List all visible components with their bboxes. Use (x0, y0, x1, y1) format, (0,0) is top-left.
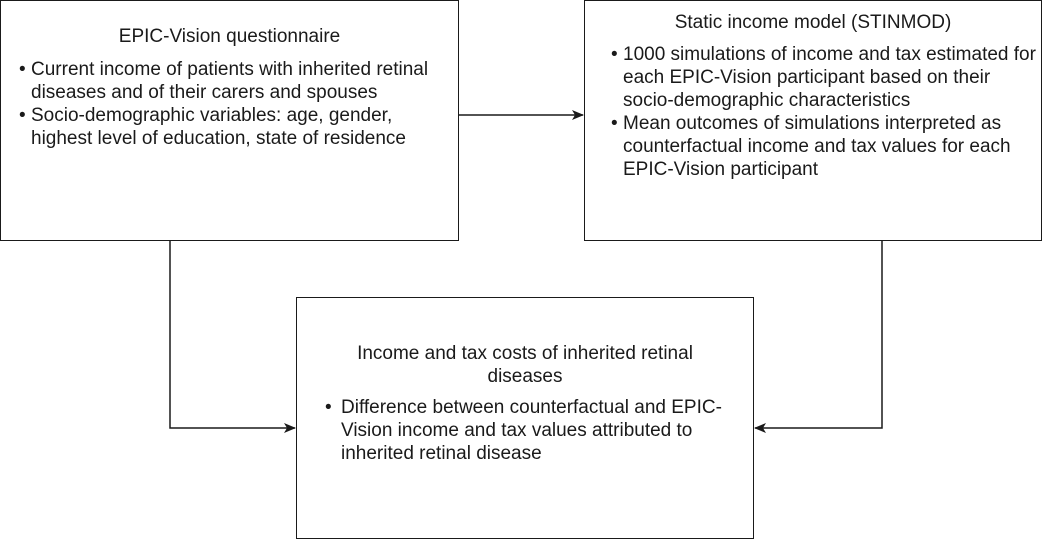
bullet-text: Socio-demographic variables: age, gender… (31, 105, 406, 149)
bullet-icon: • (611, 44, 618, 65)
list-item: •1000 simulations of income and tax esti… (611, 43, 1036, 112)
bullet-icon: • (611, 113, 618, 134)
list-item: • Difference between counterfactual and E… (325, 396, 740, 465)
stinmod-bullet-list: •1000 simulations of income and tax esti… (611, 43, 1036, 181)
income-tax-costs-title: Income and tax costs of inherited retina… (357, 343, 693, 387)
epic-vision-bullet-list: •Current income of patients with inherit… (19, 58, 449, 150)
static-income-model-title: Static income model (STINMOD) (674, 12, 952, 33)
income-tax-costs-box: Income and tax costs of inherited retina… (296, 297, 754, 539)
bullet-text: Difference between counterfactual and EP… (341, 397, 722, 464)
arrow-epic-to-costs (169, 241, 296, 433)
list-item: •Socio-demographic variables: age, gende… (19, 104, 449, 150)
bullet-text: Mean outcomes of simulations interpreted… (623, 113, 1011, 180)
list-item: •Current income of patients with inherit… (19, 58, 449, 104)
bullet-text: 1000 simulations of income and tax estim… (623, 44, 1036, 111)
costs-bullet-list: • Difference between counterfactual and E… (325, 396, 740, 465)
epic-vision-questionnaire-title: EPIC-Vision questionnaire (118, 26, 341, 47)
static-income-model-box: Static income model (STINMOD) •1000 simu… (584, 0, 1042, 241)
bullet-text: Current income of patients with inherite… (31, 59, 429, 103)
bullet-icon: • (325, 397, 332, 418)
epic-vision-questionnaire-box: EPIC-Vision questionnaire •Current incom… (0, 0, 459, 241)
list-item: •Mean outcomes of simulations interprete… (611, 112, 1036, 181)
bullet-icon: • (19, 105, 26, 126)
bullet-icon: • (19, 59, 26, 80)
arrow-stinmod-to-costs (754, 241, 883, 433)
